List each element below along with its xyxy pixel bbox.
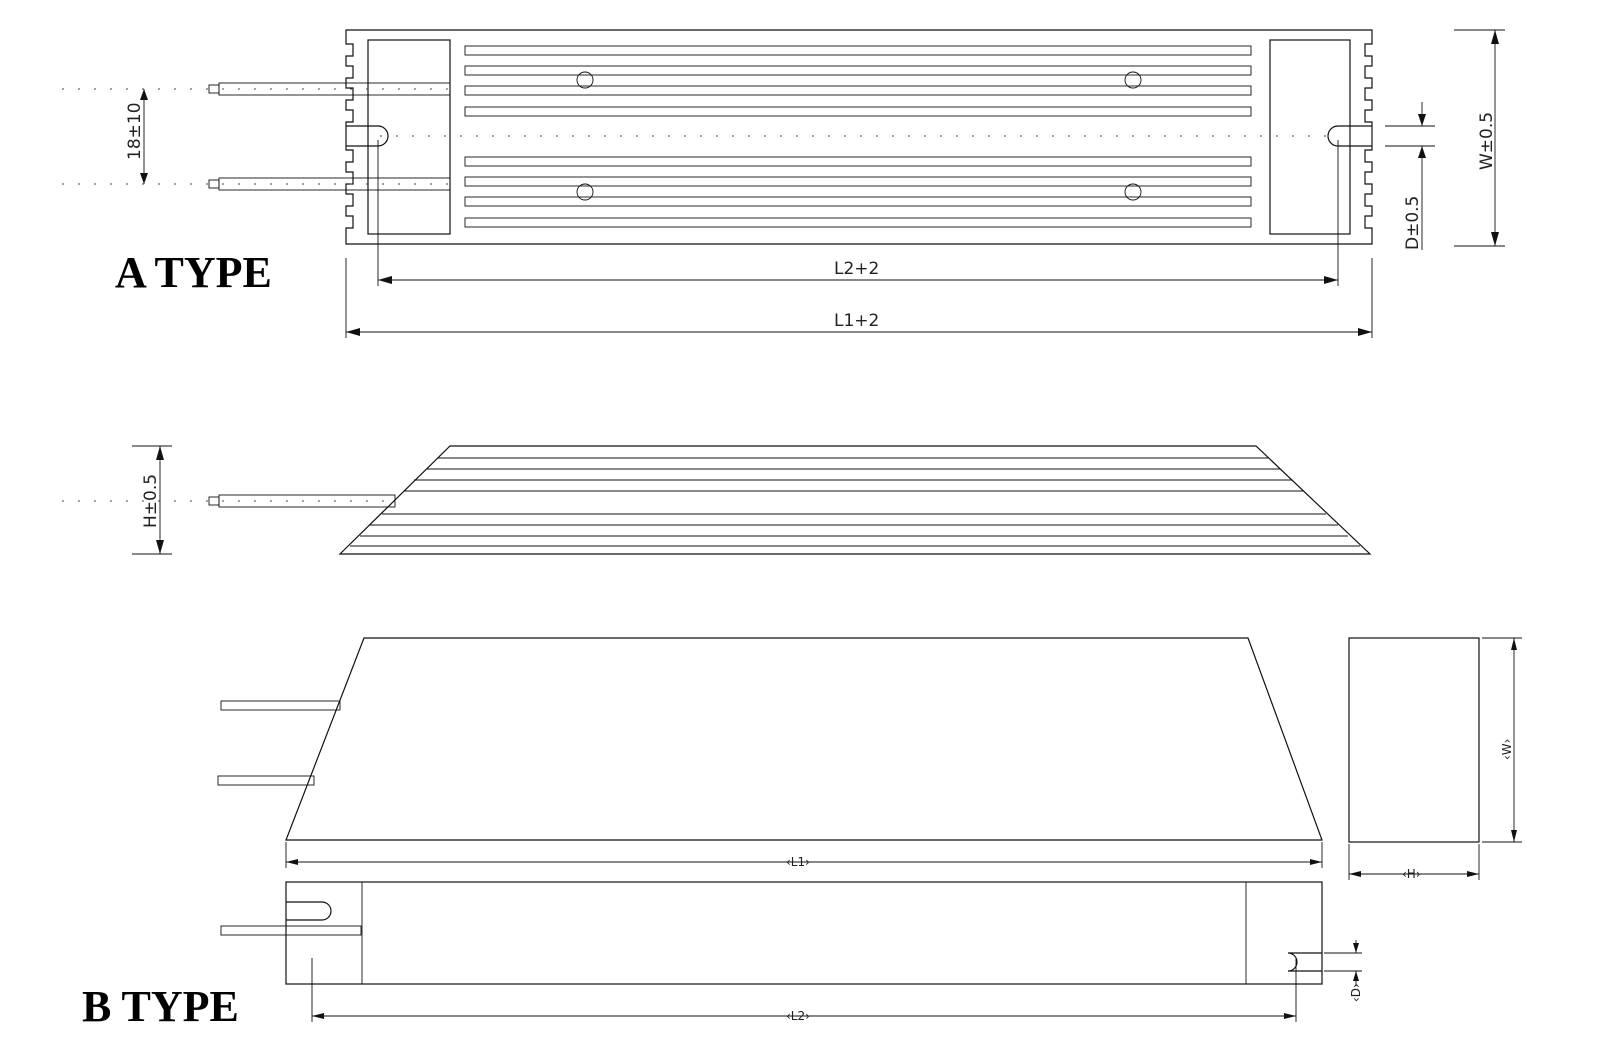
a-lower-fins [464, 156, 1252, 228]
b-type-label: B TYPE [82, 982, 239, 1031]
b-d-dimension-label: ‹D› [1349, 983, 1363, 1002]
b-top-outline [285, 637, 1323, 841]
b-l2-dimension-label: ‹L2› [786, 1009, 810, 1023]
b-bottom-terminal-wire [220, 925, 362, 936]
b-left-mounting-slot [286, 901, 332, 921]
a-left-end-cap [367, 39, 451, 235]
b-l1-dimension-label: ‹L1› [786, 855, 810, 869]
terminal-spacing-label: 18±10 [125, 102, 145, 160]
b-type-bottom-view: ‹L2› ‹D› B TYPE [82, 881, 1363, 1031]
b-type-top-view: ‹L1› [217, 637, 1323, 869]
b-right-mounting-slot [1287, 952, 1322, 972]
a-side-outline [338, 445, 1372, 555]
b-w-dimension-label: ‹W› [1500, 739, 1514, 760]
a-screw-hole [576, 71, 594, 89]
b-type-end-view: ‹W› ‹H› [1348, 637, 1522, 881]
b-bottom-outline [285, 881, 1323, 985]
a-upper-fins [464, 45, 1252, 117]
l1-dimension-label: L1+2 [834, 311, 879, 331]
height-dimension-label: H±0.5 [141, 474, 161, 528]
width-dimension-label: W±0.5 [1477, 112, 1497, 170]
a-body-outline [345, 29, 1373, 245]
a-screw-hole [1124, 71, 1142, 89]
hole-d-dimension-label: D±0.5 [1403, 196, 1423, 250]
a-type-top-view: 18±10 L2+2 L1+2 W±0.5 D±0.5 A TYPE [62, 29, 1505, 338]
a-right-mounting-slot [1327, 125, 1372, 147]
a-terminal-wire-top [208, 82, 451, 96]
a-type-side-view: H±0.5 [62, 445, 1372, 555]
a-type-label: A TYPE [115, 248, 272, 297]
b-end-outline [1348, 637, 1480, 843]
l2-dimension-label: L2+2 [834, 259, 879, 279]
a-right-end-cap [1269, 39, 1351, 235]
a-screw-hole [1124, 183, 1142, 201]
a-screw-hole [576, 183, 594, 201]
a-side-terminal-wire [208, 494, 396, 508]
b-terminal-wire-bottom [217, 775, 315, 786]
b-terminal-wire-top [220, 700, 341, 711]
a-terminal-wire-bottom [208, 177, 451, 191]
b-h-dimension-label: ‹H› [1402, 867, 1421, 881]
a-left-mounting-slot [346, 125, 389, 147]
